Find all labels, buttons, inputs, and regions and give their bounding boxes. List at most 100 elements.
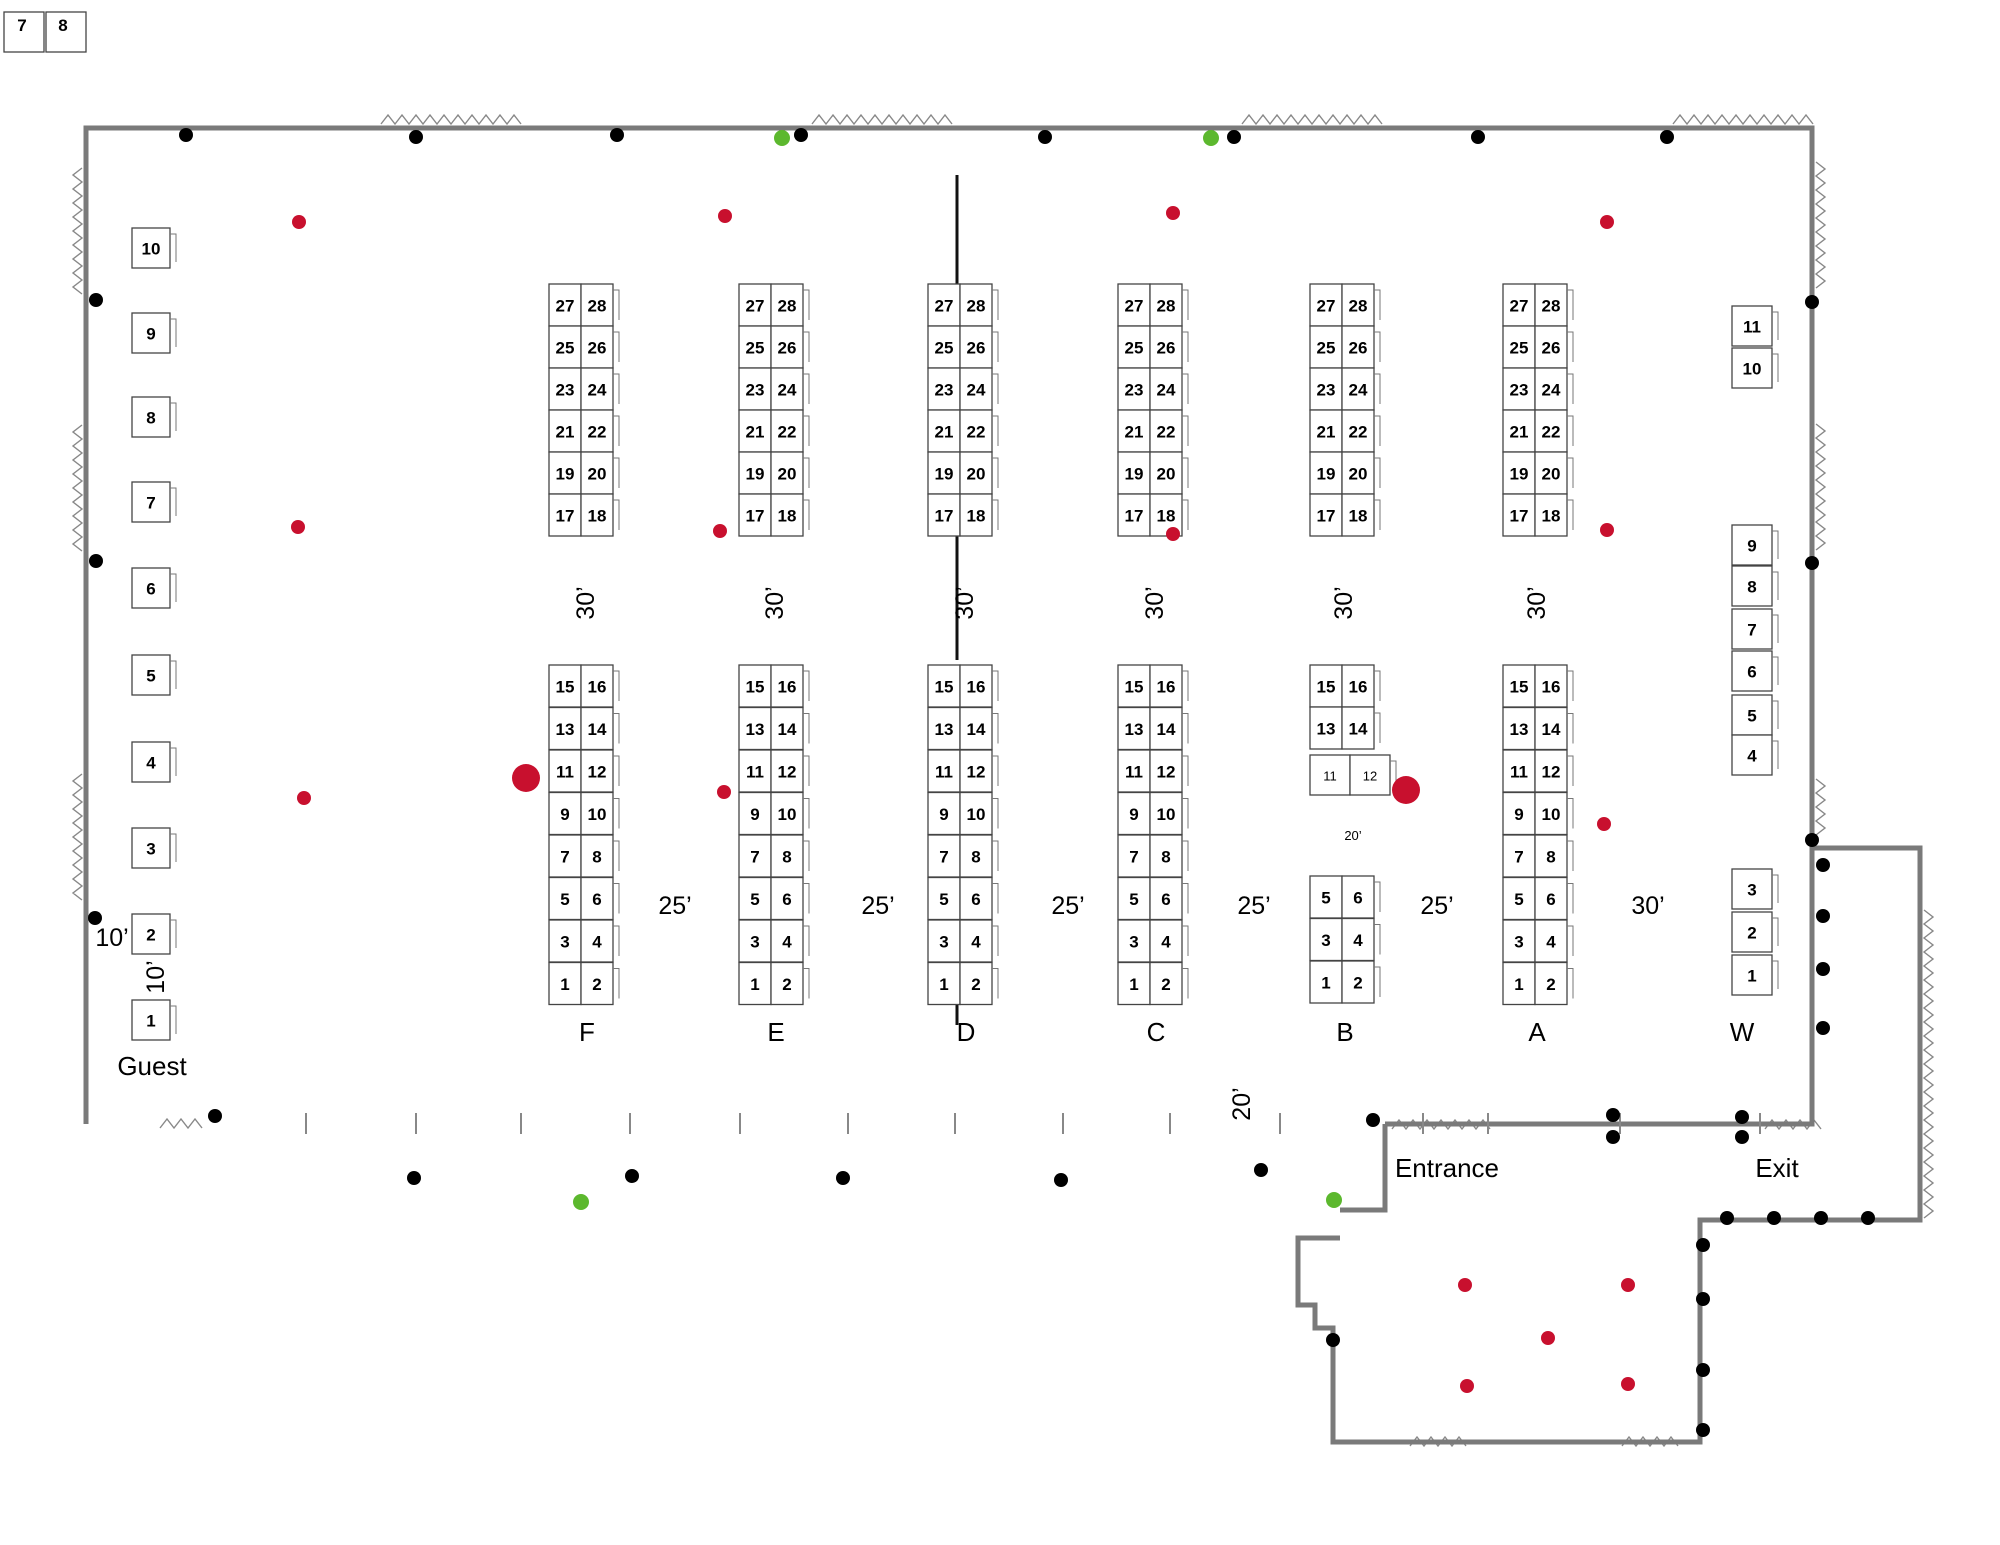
booth[interactable]: 5 [131,654,177,696]
booth-box[interactable] [770,749,804,793]
booth[interactable]: 19 [927,451,967,495]
booth[interactable]: 19 [1309,451,1349,495]
booth[interactable]: 16 [770,664,810,708]
booth[interactable]: 23 [738,367,778,411]
door-curtain[interactable] [71,424,84,552]
booth-box[interactable] [927,493,961,537]
booth-box[interactable] [1341,960,1375,1004]
booth[interactable]: 14 [1534,706,1574,751]
booth-box[interactable] [1149,961,1183,1006]
booth-box[interactable] [131,227,171,269]
booth-box[interactable] [580,451,614,495]
booth-box[interactable] [1117,367,1151,411]
booth-box[interactable] [1309,325,1343,369]
booth-box[interactable] [548,493,582,537]
booth[interactable]: 1 [1502,961,1542,1006]
booth[interactable]: 27 [1117,283,1157,327]
booth[interactable]: 7 [1502,834,1542,878]
booth[interactable]: 2 [770,961,810,1006]
booth-box[interactable] [1349,754,1391,796]
booth-box[interactable] [1149,749,1183,793]
booth[interactable]: 22 [1341,409,1381,453]
booth[interactable]: 8 [770,834,810,878]
booth[interactable]: 20 [959,451,999,495]
door-curtain[interactable] [1814,423,1827,551]
booth[interactable]: 4 [580,919,620,963]
booth[interactable]: 17 [1117,493,1157,537]
booth-box[interactable] [1502,706,1536,751]
booth-box[interactable] [131,999,171,1041]
booth[interactable]: 16 [1149,664,1189,708]
booth[interactable]: 22 [1149,409,1189,453]
booth[interactable]: 27 [927,283,967,327]
booth[interactable]: 10 [1731,347,1779,389]
booth[interactable]: 24 [1341,367,1381,411]
booth-box[interactable] [770,451,804,495]
booth-box[interactable] [1341,493,1375,537]
booth-box[interactable] [738,961,772,1006]
booth-box[interactable] [131,913,171,955]
booth[interactable]: 2 [580,961,620,1006]
booth[interactable]: 6 [131,567,177,609]
booth[interactable]: 26 [1149,325,1189,369]
booth[interactable]: 7 [1731,608,1779,650]
booth[interactable]: 24 [580,367,620,411]
booth[interactable]: 7 [131,481,177,523]
booth[interactable]: 25 [548,325,588,369]
booth-box[interactable] [1534,409,1568,453]
booth[interactable]: 16 [1341,664,1381,708]
booth-box[interactable] [1731,868,1773,910]
booth[interactable]: 26 [1534,325,1574,369]
booth-box[interactable] [1341,283,1375,327]
booth-box[interactable] [1534,876,1568,921]
booth[interactable]: 9 [1731,524,1779,566]
booth-box[interactable] [1731,305,1773,347]
booth-box[interactable] [770,367,804,411]
booth-box[interactable] [1731,954,1773,996]
booth-box[interactable] [1534,451,1568,495]
booth-box[interactable] [548,451,582,495]
booth[interactable]: 26 [959,325,999,369]
booth[interactable]: 28 [770,283,810,327]
booth-box[interactable] [959,919,993,963]
booth-box[interactable] [959,749,993,793]
booth[interactable]: 4 [131,741,177,783]
booth-box[interactable] [770,834,804,878]
booth[interactable]: 2 [1534,961,1574,1006]
booth[interactable]: 26 [580,325,620,369]
booth[interactable]: 2 [1341,960,1381,1004]
booth[interactable]: 18 [770,493,810,537]
header-booth-box[interactable] [45,11,87,53]
booth[interactable]: 28 [959,283,999,327]
booth[interactable]: 15 [1502,664,1542,708]
booth-box[interactable] [738,791,772,836]
booth[interactable]: 25 [927,325,967,369]
booth-box[interactable] [580,409,614,453]
booth[interactable]: 18 [580,493,620,537]
booth-box[interactable] [1149,706,1183,751]
booth-box[interactable] [580,919,614,963]
booth[interactable]: 20 [580,451,620,495]
booth-box[interactable] [131,741,171,783]
booth[interactable]: 6 [1341,875,1381,919]
booth-box[interactable] [927,325,961,369]
booth[interactable]: 3 [1731,868,1779,910]
booth-box[interactable] [580,706,614,751]
booth-box[interactable] [1502,919,1536,963]
booth[interactable]: 8 [131,396,177,438]
booth[interactable]: 24 [1534,367,1574,411]
booth-box[interactable] [1534,493,1568,537]
booth[interactable]: 3 [1502,919,1542,963]
booth[interactable]: 19 [738,451,778,495]
booth-box[interactable] [770,409,804,453]
booth[interactable]: 1 [131,999,177,1041]
booth-box[interactable] [927,834,961,878]
header-booth-box[interactable] [3,11,45,53]
booth-box[interactable] [1502,961,1536,1006]
booth[interactable]: 10 [770,791,810,836]
booth-box[interactable] [959,493,993,537]
booth[interactable]: 14 [959,706,999,751]
booth[interactable]: 28 [1341,283,1381,327]
booth-box[interactable] [1731,650,1773,692]
booth[interactable]: 3 [738,919,778,963]
